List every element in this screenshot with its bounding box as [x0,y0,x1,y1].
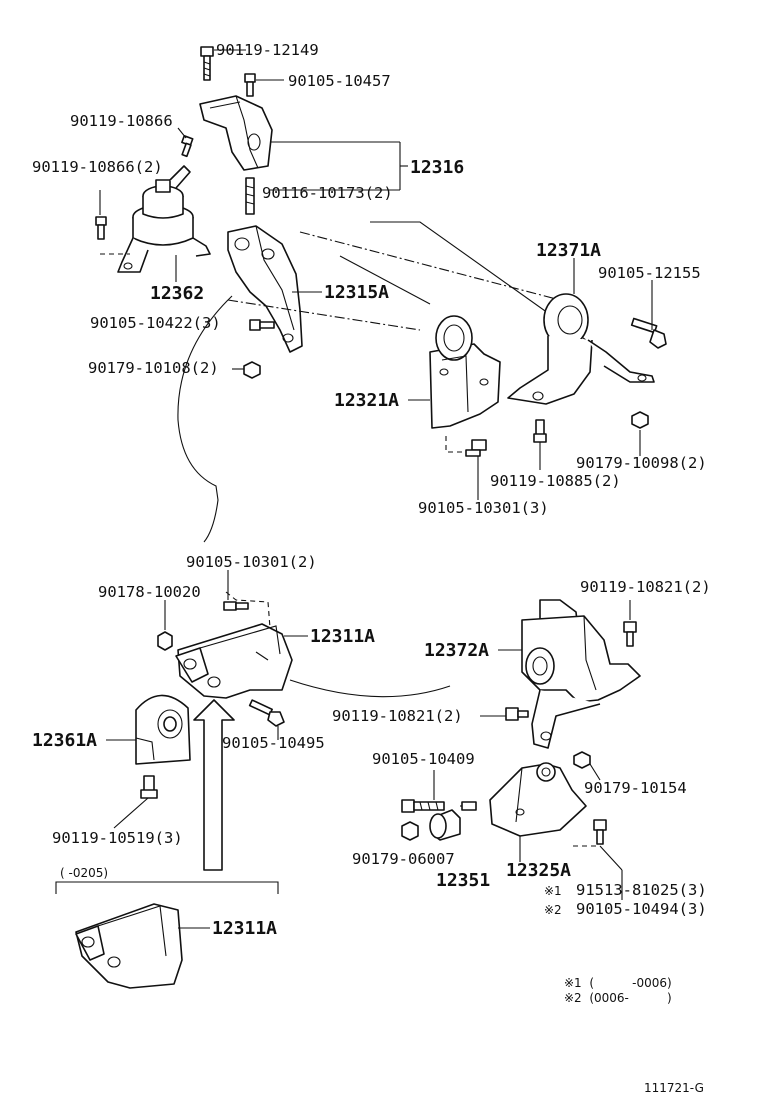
stud-90116-10173-icon [245,177,255,215]
label-90105-10495: 90105-10495 [222,734,325,752]
bolt-90119-12149-icon [200,46,214,81]
nut-90179-10108-icon [243,361,261,379]
nut-90178-10020-icon [157,631,173,651]
label-90116-10173-2: 90116-10173(2) [262,184,393,202]
figure-id: 111721-G [644,1081,704,1095]
label-90119-10821-2-top: 90119-10821(2) [580,578,711,596]
mount-12372a-icon [521,599,641,749]
bolt-90105-10422-icon [249,319,275,331]
bolt-91513-81025-icon [593,819,607,845]
note-marker-1: ※1 [544,884,562,898]
label-90179-06007: 90179-06007 [352,850,455,868]
label-12321a: 12321A [334,390,399,411]
label-90179-10098-2: 90179-10098(2) [576,454,707,472]
note-marker-2: ※2 [544,903,562,917]
label-90178-10020: 90178-10020 [98,583,201,601]
label-90105-10301-2: 90105-10301(2) [186,553,317,571]
bolt-90119-10866-2-icon [95,216,107,240]
bracket-12325a-icon [489,762,587,837]
bolt-90105-10409-icon [401,799,445,813]
insulator-12361a-icon [135,694,191,765]
label-12316: 12316 [410,157,464,178]
bolt-90105-12155-icon [630,317,667,349]
label-90119-10866: 90119-10866 [70,112,173,130]
label-90119-10821-2: 90119-10821(2) [332,707,463,725]
label-90179-10108-2: 90179-10108(2) [88,359,219,377]
bolt-90119-10821-2-top-icon [623,621,637,647]
insulator-12362-icon [100,165,211,273]
bracket-12321a-icon [429,315,501,429]
label-12362: 12362 [150,283,204,304]
bolt-90105-10301-3-icon [465,439,487,457]
nut-90179-10098-icon [631,411,649,429]
bracket-12316-icon [199,95,273,171]
label-12351: 12351 [436,870,490,891]
label-12371a: 12371A [536,240,601,261]
nut-90179-06007-icon [401,821,419,841]
label-90119-12149: 90119-12149 [216,41,319,59]
label-90105-10409: 90105-10409 [372,750,475,768]
label-12315a: 12315A [324,282,389,303]
nut-90179-10154-icon [573,751,591,769]
bolt-90119-10519-icon [140,775,158,799]
bolt-90119-10866-icon [181,135,194,158]
bolt-90105-10457-icon [244,73,256,97]
direction-arrow-icon [193,699,235,871]
label-90105-10301-3: 90105-10301(3) [418,499,549,517]
label-90105-12155: 90105-12155 [598,264,701,282]
label-90105-10422-3: 90105-10422(3) [90,314,221,332]
label-90119-10519-3: 90119-10519(3) [52,829,183,847]
bolt-90119-10885-icon [533,419,547,443]
label-91513-81025-3: 91513-81025(3) [576,881,707,899]
label-12311a: 12311A [310,626,375,647]
label-12372a: 12372A [424,640,489,661]
label-12325a: 12325A [506,860,571,881]
label-90179-10154: 90179-10154 [584,779,687,797]
label-90105-10457: 90105-10457 [288,72,391,90]
bracket-12311a-lower-icon [75,903,183,989]
bracket-12315a-icon [227,225,303,353]
mount-12371a-icon [507,293,655,405]
label-12361a: 12361A [32,730,97,751]
bolt-90119-10821-2-icon [505,707,529,721]
footnote-2-range: ※2 (0006- ) [564,991,672,1005]
bracket-12311a-icon [175,623,293,699]
bushing-12351-icon [429,809,461,841]
label-90105-10494-3: 90105-10494(3) [576,900,707,918]
range-note-0205: ( -0205) [60,866,108,880]
footnote-1-range: ※1 ( -0006) [564,976,672,990]
label-90119-10866-2: 90119-10866(2) [32,158,163,176]
bolt-90105-10301-2-icon [223,601,249,611]
bolt-90105-10495-icon [248,699,285,727]
label-90119-10885-2: 90119-10885(2) [490,472,621,490]
bolt-12325a-small-icon [461,801,477,811]
label-12311a-lower: 12311A [212,918,277,939]
